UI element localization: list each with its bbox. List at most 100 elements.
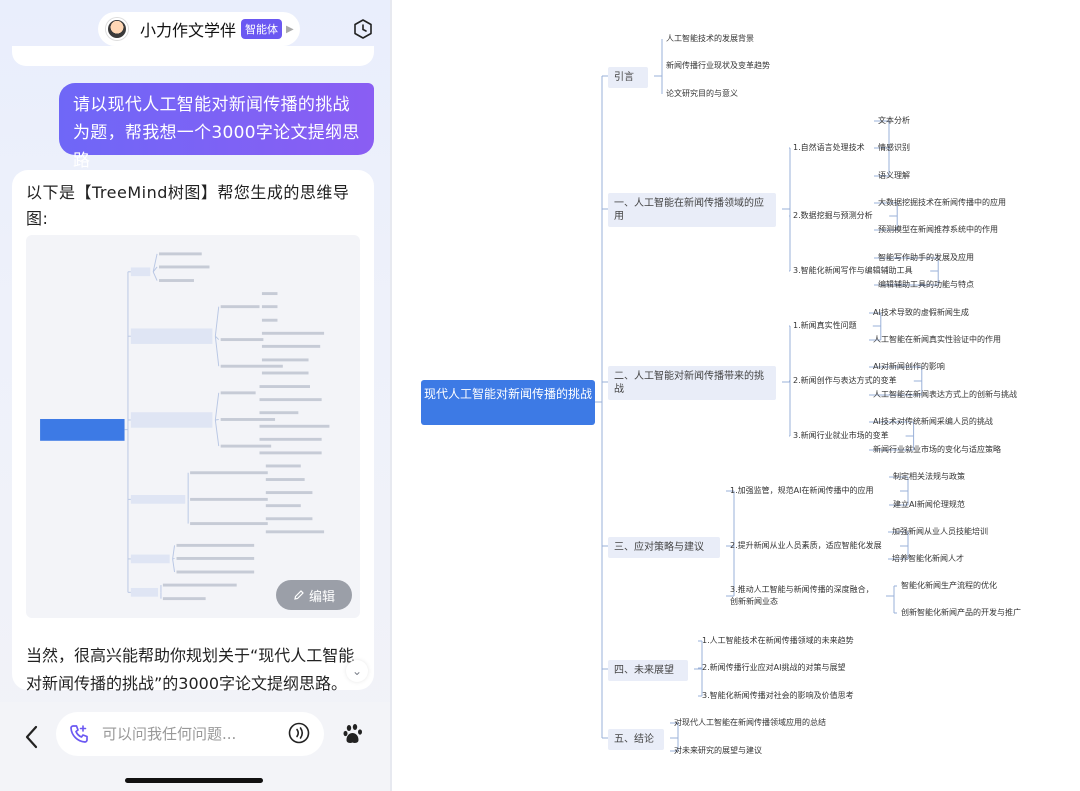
- mindmap-thumbnail[interactable]: 编辑: [26, 235, 360, 618]
- thumbnail-block: [259, 451, 322, 455]
- mindmap-leaf-node[interactable]: 文本分析: [878, 116, 910, 125]
- mindmap-topic-node[interactable]: 新闻传播行业现状及变革趋势: [666, 61, 770, 70]
- chevron-right-icon: ▶: [286, 23, 294, 35]
- thumbnail-block: [190, 471, 268, 475]
- thumbnail-connector: [214, 419, 220, 447]
- mindmap-topic-node[interactable]: 3.智能化新闻传播对社会的影响及价值思考: [702, 691, 854, 700]
- thumbnail-block: [220, 444, 272, 448]
- thumbnail-block: [259, 424, 330, 428]
- chevron-down-icon[interactable]: ⌄: [346, 660, 368, 682]
- mindmap-leaf-node[interactable]: 人工智能在新闻表达方式上的创新与挑战: [873, 390, 1017, 399]
- history-icon[interactable]: [352, 18, 374, 40]
- thumbnail-block: [261, 344, 321, 348]
- chat-input-bar: [0, 702, 390, 791]
- thumbnail-block: [190, 497, 268, 501]
- answer-card: 以下是【TreeMind树图】帮您生成的思维导图: 编辑 当然，很高兴能帮助你规…: [12, 170, 374, 693]
- agent-badge: 智能体: [241, 19, 283, 39]
- thumbnail-connector: [152, 271, 158, 281]
- thumbnail-connector: [214, 306, 220, 337]
- edit-button[interactable]: 编辑: [276, 580, 352, 610]
- mindmap-topic-node[interactable]: 3.推动人工智能与新闻传播的深度融合，创新新闻业态: [730, 585, 874, 606]
- thumbnail-connector: [172, 558, 176, 573]
- thumbnail-block: [259, 385, 310, 389]
- thumbnail-block: [261, 305, 278, 309]
- mindmap-leaf-node[interactable]: 人工智能在新闻真实性验证中的作用: [873, 335, 1001, 344]
- mindmap-leaf-node[interactable]: 建立AI新闻伦理规范: [893, 500, 965, 509]
- thumbnail-connector: [172, 545, 176, 559]
- thumbnail-block: [261, 318, 278, 322]
- thumbnail-block: [162, 583, 237, 587]
- chat-input[interactable]: [102, 725, 272, 743]
- mindmap-topic-node[interactable]: 1.加强监管，规范AI在新闻传播中的应用: [730, 486, 874, 495]
- mindmap-leaf-node[interactable]: 编辑辅助工具的功能与特点: [878, 280, 974, 289]
- thumbnail-block: [220, 305, 260, 309]
- paw-icon[interactable]: [342, 722, 366, 746]
- mindmap-topic-node[interactable]: 3.智能化新闻写作与编辑辅助工具: [793, 266, 913, 275]
- mindmap-topic-node[interactable]: 对未来研究的展望与建议: [674, 746, 762, 755]
- previous-message-bubble: [12, 46, 374, 66]
- mindmap-leaf-node[interactable]: 加强新闻从业人员技能培训: [892, 527, 988, 536]
- thumbnail-block: [130, 267, 151, 277]
- thumbnail-connector: [152, 266, 158, 273]
- mindmap-leaf-node[interactable]: AI技术对传统新闻采编人员的挑战: [873, 417, 993, 426]
- mindmap-section-node[interactable]: 引言: [608, 67, 648, 88]
- mindmap-topic-node[interactable]: 1.人工智能技术在新闻传播领域的未来趋势: [702, 636, 854, 645]
- mindmap-section-node[interactable]: 五、结论: [608, 729, 664, 750]
- mindmap-leaf-node[interactable]: AI对新闻创作的影响: [873, 362, 945, 371]
- chat-panel: 小力作文学伴 智能体 ▶ 请以现代人工智能对新闻传播的挑战为题，帮我想一个300…: [0, 0, 390, 791]
- thumbnail-block: [259, 437, 322, 441]
- panel-divider: [390, 0, 392, 791]
- thumbnail-block: [130, 587, 159, 597]
- mindmap-leaf-node[interactable]: 情感识别: [878, 143, 910, 152]
- mindmap-topic-node[interactable]: 论文研究目的与意义: [666, 89, 738, 98]
- mindmap-leaf-node[interactable]: 培养智能化新闻人才: [892, 554, 964, 563]
- mindmap-leaf-node[interactable]: 语义理解: [878, 171, 910, 180]
- mindmap-canvas[interactable]: 现代人工智能对新闻传播的挑战 引言 人工智能技术的发展背景新闻传播行业现状及变革趋…: [392, 0, 1080, 791]
- thumbnail-block: [40, 418, 125, 441]
- back-chevron-icon[interactable]: [22, 724, 42, 750]
- thumbnail-block: [220, 418, 276, 421]
- phone-call-icon[interactable]: [68, 723, 90, 745]
- mindmap-leaf-node[interactable]: 新闻行业就业市场的变化与适应策略: [873, 445, 1001, 454]
- thumbnail-block: [162, 597, 206, 601]
- answer-intro: 以下是【TreeMind树图】帮您生成的思维导图:: [26, 183, 350, 228]
- thumbnail-block: [265, 504, 301, 508]
- mindmap-topic-node[interactable]: 2.数据挖掘与预测分析: [793, 211, 873, 220]
- thumbnail-block: [265, 491, 313, 495]
- thumbnail-block: [261, 292, 278, 296]
- mindmap-section-node[interactable]: 二、人工智能对新闻传播带来的挑战: [608, 366, 776, 400]
- agent-avatar: [106, 18, 128, 40]
- thumbnail-connector: [214, 335, 220, 340]
- thumbnail-block: [130, 495, 186, 504]
- mindmap-leaf-node[interactable]: 制定相关法规与政策: [893, 472, 965, 481]
- thumbnail-block: [159, 265, 210, 269]
- mindmap-leaf-node[interactable]: AI技术导致的虚假新闻生成: [873, 308, 969, 317]
- mindmap-topic-node[interactable]: 1.自然语言处理技术: [793, 143, 865, 152]
- thumbnail-block: [176, 570, 255, 574]
- agent-header[interactable]: 小力作文学伴 智能体 ▶: [98, 12, 300, 46]
- mindmap-section-node[interactable]: 一、人工智能在新闻传播领域的应用: [608, 193, 776, 227]
- mindmap-leaf-node[interactable]: 创新智能化新闻产品的开发与推广: [901, 608, 1021, 617]
- mindmap-section-node[interactable]: 三、应对策略与建议: [608, 537, 720, 558]
- mindmap-topic-node[interactable]: 人工智能技术的发展背景: [666, 34, 754, 43]
- mindmap-leaf-node[interactable]: 大数据挖掘技术在新闻传播中的应用: [878, 198, 1006, 207]
- voice-wave-icon[interactable]: [288, 722, 310, 744]
- thumbnail-block: [259, 398, 322, 402]
- thumbnail-block: [265, 517, 313, 521]
- chat-input-box[interactable]: [56, 712, 324, 756]
- mindmap-topic-node[interactable]: 2.提升新闻从业人员素质，适应智能化发展: [730, 541, 882, 550]
- thumbnail-block: [261, 358, 309, 362]
- mindmap-root-node[interactable]: 现代人工智能对新闻传播的挑战: [421, 380, 595, 425]
- mindmap-topic-node[interactable]: 对现代人工智能在新闻传播领域应用的总结: [674, 718, 826, 727]
- mindmap-topic-node[interactable]: 1.新闻真实性问题: [793, 321, 857, 330]
- thumbnail-block: [159, 279, 194, 282]
- mindmap-topic-node[interactable]: 2.新闻传播行业应对AI挑战的对策与展望: [702, 663, 846, 672]
- mindmap-topic-node[interactable]: 3.新闻行业就业市场的变革: [793, 431, 889, 440]
- mindmap-section-node[interactable]: 四、未来展望: [608, 660, 688, 681]
- mindmap-topic-node[interactable]: 2.新闻创作与表达方式的变革: [793, 376, 897, 385]
- mindmap-leaf-node[interactable]: 智能化新闻生产流程的优化: [901, 581, 997, 590]
- thumbnail-connector: [214, 336, 220, 367]
- mindmap-leaf-node[interactable]: 智能写作助手的发展及应用: [878, 253, 974, 262]
- mindmap-leaf-node[interactable]: 预测模型在新闻推荐系统中的作用: [878, 225, 998, 234]
- thumbnail-block: [176, 556, 255, 560]
